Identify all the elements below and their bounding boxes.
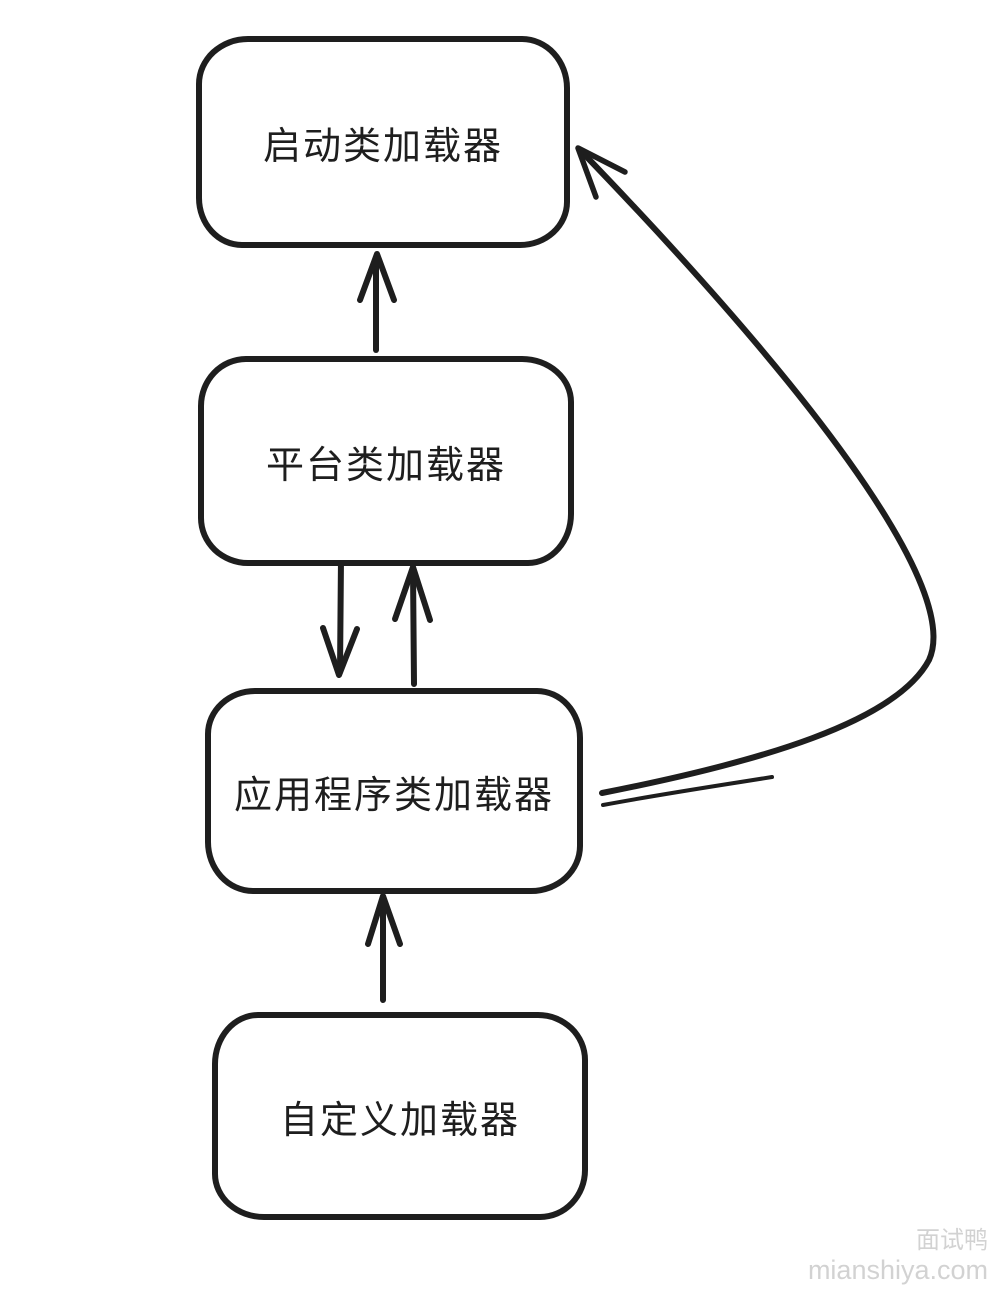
arrow-platform-to-bootstrap	[357, 251, 397, 353]
arrow-custom-to-application	[365, 893, 403, 1003]
arrow-application-to-platform	[392, 564, 433, 687]
arrow-application-to-bootstrap	[575, 145, 937, 807]
watermark: 面试鸭 mianshiya.com	[808, 1227, 988, 1286]
box-platform-label: 平台类加载器	[265, 444, 506, 487]
box-custom-label: 自定义加载器	[279, 1099, 520, 1142]
box-application-label: 应用程序类加载器	[233, 774, 554, 817]
box-application-classloader: 应用程序类加载器	[205, 688, 583, 894]
watermark-url: mianshiya.com	[807, 1254, 988, 1285]
box-bootstrap-classloader: 启动类加载器	[196, 36, 570, 248]
box-platform-classloader: 平台类加载器	[198, 356, 574, 566]
watermark-brand: 面试鸭	[916, 1227, 988, 1255]
box-custom-classloader: 自定义加载器	[212, 1012, 588, 1220]
box-bootstrap-label: 启动类加载器	[262, 125, 503, 168]
arrow-platform-to-application	[320, 555, 360, 678]
